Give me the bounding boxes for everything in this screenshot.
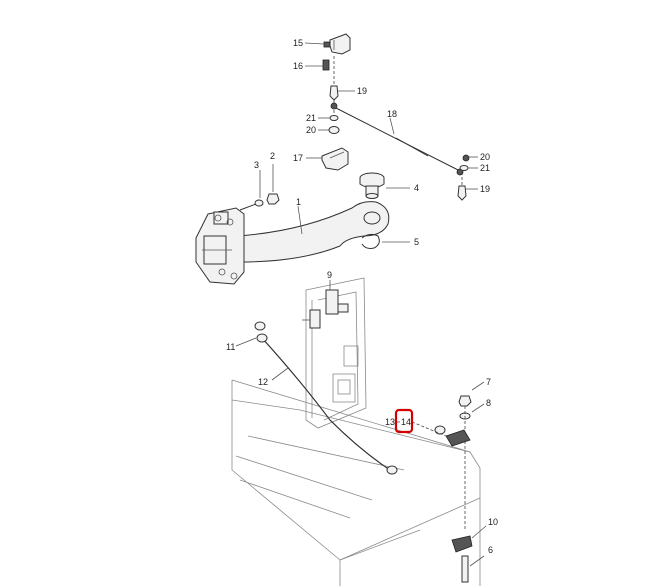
callout-9: 9 <box>327 270 332 280</box>
callout-labels: 15 16 19 18 21 20 17 20 21 4 19 3 2 1 5 … <box>226 38 498 555</box>
callout-8: 8 <box>486 398 491 408</box>
upper-linkage-assembly <box>304 33 478 201</box>
callout-5: 5 <box>414 237 419 247</box>
callout-18: 18 <box>387 109 397 119</box>
callout-19-right: 19 <box>480 184 490 194</box>
callout-19-top: 19 <box>357 86 367 96</box>
hinge-arm-part <box>195 164 410 285</box>
callout-21-left: 21 <box>306 113 316 123</box>
callout-20-left: 20 <box>306 125 316 135</box>
callout-14: 14 <box>401 417 411 427</box>
callout-12: 12 <box>258 377 268 387</box>
callout-11: 11 <box>226 342 235 352</box>
latch-part <box>302 280 349 329</box>
callout-2: 2 <box>270 151 275 161</box>
callout-21-right: 21 <box>480 163 490 173</box>
callout-1: 1 <box>296 197 301 207</box>
callout-7: 7 <box>486 377 491 387</box>
callout-13: 13 <box>385 417 395 427</box>
callout-16: 16 <box>293 61 303 71</box>
callout-15: 15 <box>293 38 303 48</box>
striker-hardware <box>396 381 487 583</box>
callout-17: 17 <box>293 153 303 163</box>
callout-10: 10 <box>488 517 498 527</box>
callout-3: 3 <box>254 160 259 170</box>
callout-14-highlight <box>394 408 414 434</box>
callout-4: 4 <box>414 183 419 193</box>
cable-part <box>235 321 398 475</box>
callout-20-right: 20 <box>480 152 490 162</box>
callout-6: 6 <box>488 545 493 555</box>
knob-part <box>359 172 410 199</box>
